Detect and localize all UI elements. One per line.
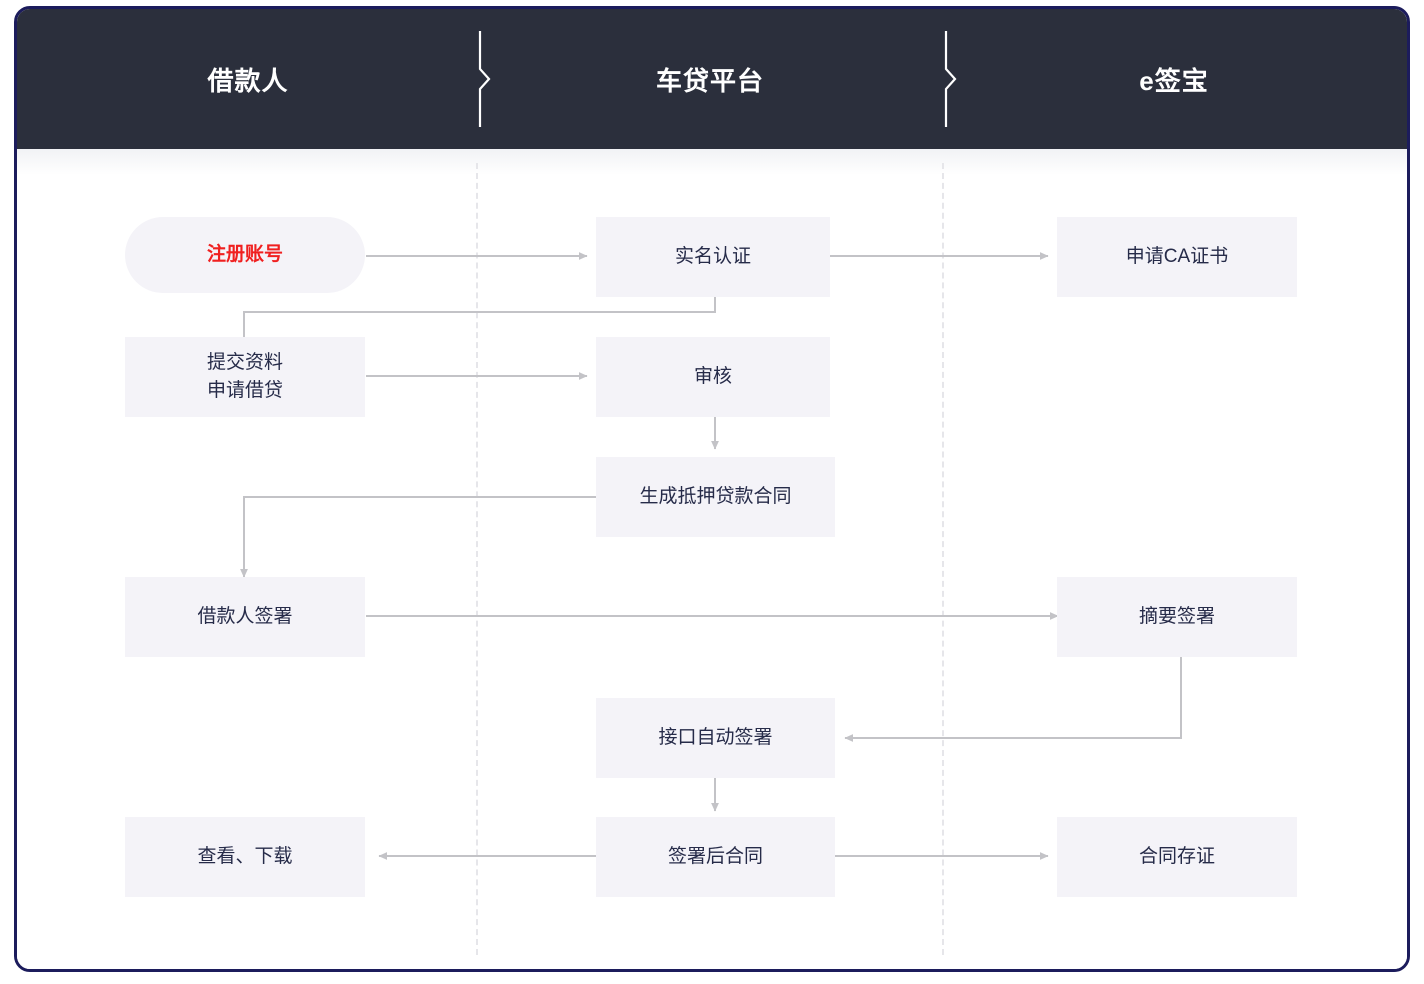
lane-label-esign: e签宝 (1139, 65, 1209, 96)
node-label: 实名认证 (674, 245, 751, 267)
node-label: 借款人签署 (197, 605, 293, 627)
lane-title-borrower: 借款人 (17, 9, 479, 149)
node-register-account[interactable]: 注册账号 (125, 217, 365, 293)
swimlane-body: 注册账号 实名认证 申请CA证书 提交资料 申请借贷 审核 生成抵押贷款合同 借… (17, 149, 1407, 969)
edge-n6-n7 (240, 496, 596, 578)
node-signed-contract[interactable]: 签署后合同 (596, 817, 835, 897)
diagram-card: 借款人 车贷平台 e签宝 (14, 6, 1410, 972)
node-label: 摘要签署 (1138, 605, 1215, 627)
node-label: 查看、下载 (197, 845, 293, 867)
edge-n8-n9 (844, 655, 1182, 742)
chevron-right-icon (944, 29, 957, 129)
lane-title-esign: e签宝 (941, 9, 1407, 149)
node-label: 注册账号 (206, 243, 283, 265)
node-contract-deposit[interactable]: 合同存证 (1057, 817, 1297, 897)
node-label: 提交资料 申请借贷 (206, 351, 283, 402)
chevron-right-icon (478, 29, 491, 129)
lane-divider-1 (476, 163, 478, 955)
node-label: 审核 (693, 365, 732, 387)
node-label: 申请CA证书 (1125, 245, 1229, 267)
node-label: 签署后合同 (667, 845, 763, 867)
node-api-auto-sign[interactable]: 接口自动签署 (596, 698, 835, 778)
node-generate-mortgage-contract[interactable]: 生成抵押贷款合同 (596, 457, 835, 537)
node-label: 合同存证 (1138, 845, 1215, 867)
node-review[interactable]: 审核 (596, 337, 830, 417)
node-label: 接口自动签署 (658, 726, 773, 748)
node-borrower-sign[interactable]: 借款人签署 (125, 577, 365, 657)
swimlane-header: 借款人 车贷平台 e签宝 (17, 9, 1407, 149)
node-submit-materials[interactable]: 提交资料 申请借贷 (125, 337, 365, 417)
node-label: 生成抵押贷款合同 (639, 485, 792, 507)
body-top-gradient (17, 149, 1407, 175)
node-real-name-auth[interactable]: 实名认证 (596, 217, 830, 297)
node-digest-sign[interactable]: 摘要签署 (1057, 577, 1297, 657)
lane-title-platform: 车贷平台 (479, 9, 941, 149)
lane-divider-2 (942, 163, 944, 955)
node-view-download[interactable]: 查看、下载 (125, 817, 365, 897)
node-apply-ca-cert[interactable]: 申请CA证书 (1057, 217, 1297, 297)
lane-label-borrower: 借款人 (207, 65, 289, 96)
lane-separator-chevron-2 (935, 29, 957, 129)
lane-separator-chevron-1 (469, 29, 491, 129)
lane-label-platform: 车贷平台 (655, 65, 764, 96)
